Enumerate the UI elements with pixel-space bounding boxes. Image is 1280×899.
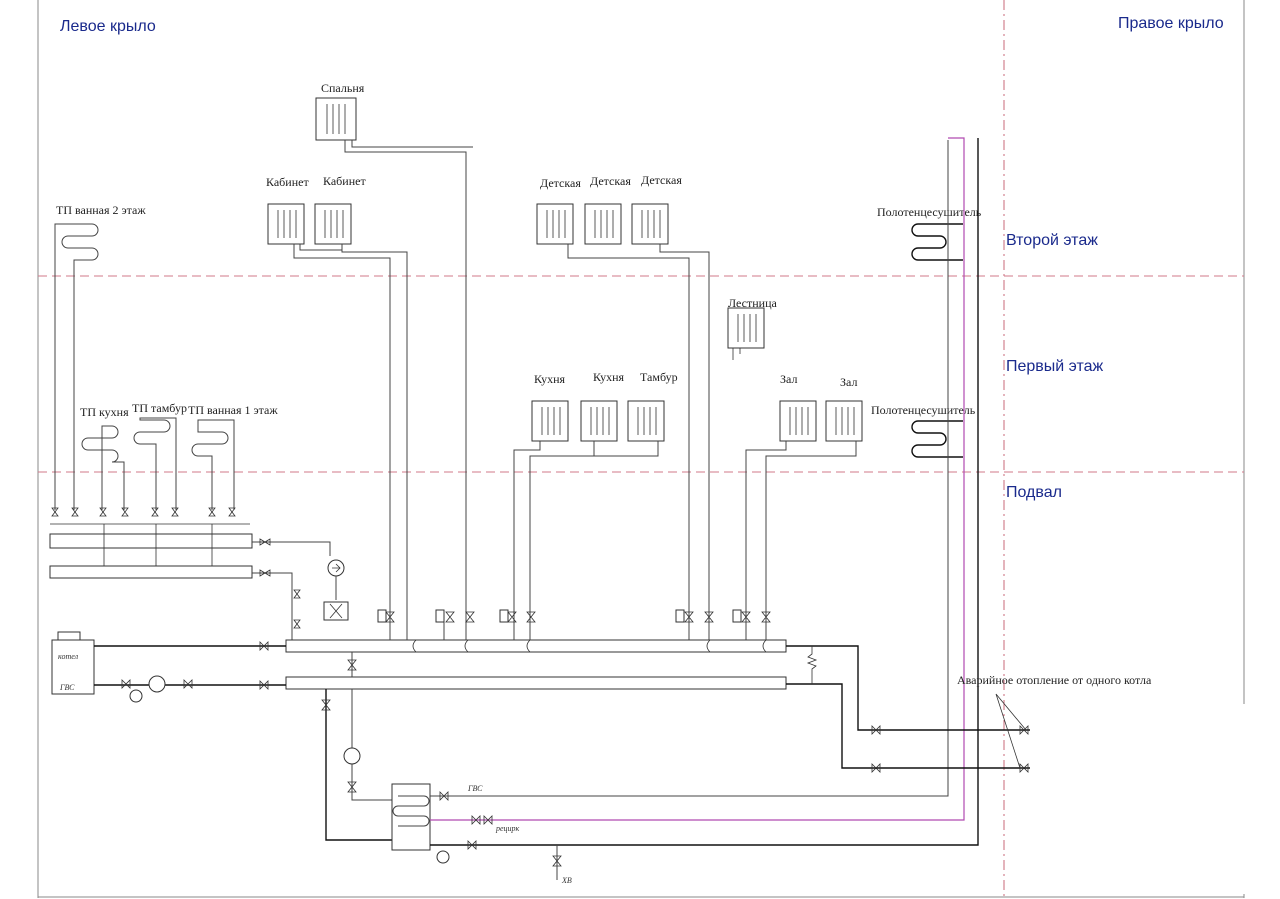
mixing-unit	[293, 559, 349, 629]
floor-heating-manifolds	[49, 507, 331, 640]
floor-heating-bath-2-label: ТП ванная 2 этаж	[56, 203, 146, 217]
radiator-kitchen-1: Кухня	[531, 372, 569, 442]
radiator-children-2-label: Детская	[590, 174, 631, 188]
radiator-vestibule: Тамбур	[627, 370, 678, 442]
towel-dryer-1st-floor: Полотенцесушитель	[871, 403, 976, 458]
floor-heating-bath-2: ТП ванная 2 этаж	[54, 203, 146, 510]
radiator-hall-2: Зал	[825, 375, 863, 442]
radiator-children-2: Детская	[584, 174, 631, 245]
radiator-vestibule-label: Тамбур	[640, 370, 678, 384]
cold-water-label: ХВ	[561, 876, 572, 885]
radiator-cabinet-2-label: Кабинет	[323, 174, 366, 188]
dhw-lines: ГВС рецирк ХВ	[430, 137, 979, 885]
second-floor-label: Второй этаж	[1006, 232, 1098, 249]
basement-label: Подвал	[1006, 484, 1062, 501]
towel-dryer-2nd-floor: Полотенцесушитель	[877, 205, 982, 261]
right-wing-label: Правое крыло	[1118, 15, 1224, 32]
radiator-cabinet-1-label: Кабинет	[266, 175, 309, 189]
riser-valves	[377, 609, 771, 623]
first-floor-label: Первый этаж	[1006, 358, 1104, 375]
floor-heating-bath-1: ТП ванная 1 этаж	[188, 403, 278, 510]
emergency-circuit: Аварийное отопление от одного котла	[786, 645, 1152, 773]
floor-separators	[38, 275, 1244, 473]
radiator-kitchen-2: Кухня	[580, 370, 625, 442]
radiator-cabinet-2: Кабинет	[314, 174, 366, 245]
radiator-children-3: Детская	[631, 173, 682, 245]
radiator-bedroom-label: Спальня	[321, 81, 365, 95]
emergency-heating-label: Аварийное отопление от одного котла	[957, 673, 1152, 687]
radiator-hall-1: Зал	[779, 372, 817, 442]
radiator-hall-2-label: Зал	[840, 375, 857, 389]
floor-heating-kitchen-label: ТП кухня	[80, 405, 129, 419]
main-collector	[285, 639, 787, 690]
boiler-label: котел	[58, 652, 79, 661]
radiator-hall-1-label: Зал	[780, 372, 797, 386]
floor-heating-vestibule: ТП тамбур	[132, 401, 187, 510]
radiator-cabinet-1: Кабинет	[266, 175, 309, 245]
risers	[293, 140, 857, 640]
towel-dryer-2nd-floor-label: Полотенцесушитель	[877, 205, 982, 219]
radiator-children-3-label: Детская	[641, 173, 682, 187]
radiator-stairs-label: Лестница	[728, 296, 778, 310]
radiator-children-1: Детская	[536, 176, 581, 245]
dhw-out-label: ГВС	[467, 784, 483, 793]
drawing-frame	[37, 0, 1245, 899]
radiator-stairs: Лестница	[727, 296, 778, 360]
floor-heating-vestibule-label: ТП тамбур	[132, 401, 187, 415]
radiator-kitchen-2-label: Кухня	[593, 370, 625, 384]
lower-circuit	[321, 652, 431, 851]
radiator-children-1-label: Детская	[540, 176, 581, 190]
left-wing-label: Левое крыло	[60, 18, 156, 35]
floor-heating-kitchen: ТП кухня	[80, 405, 129, 510]
boiler-dhw-label: ГВС	[59, 683, 75, 692]
radiator-bedroom: Спальня	[315, 81, 365, 141]
boiler: котел ГВС	[51, 631, 286, 703]
recirc-label: рецирк	[495, 824, 520, 833]
towel-dryer-1st-floor-label: Полотенцесушитель	[871, 403, 976, 417]
floor-heating-bath-1-label: ТП ванная 1 этаж	[188, 403, 278, 417]
blank-area	[1030, 704, 1250, 894]
radiator-kitchen-1-label: Кухня	[534, 372, 566, 386]
